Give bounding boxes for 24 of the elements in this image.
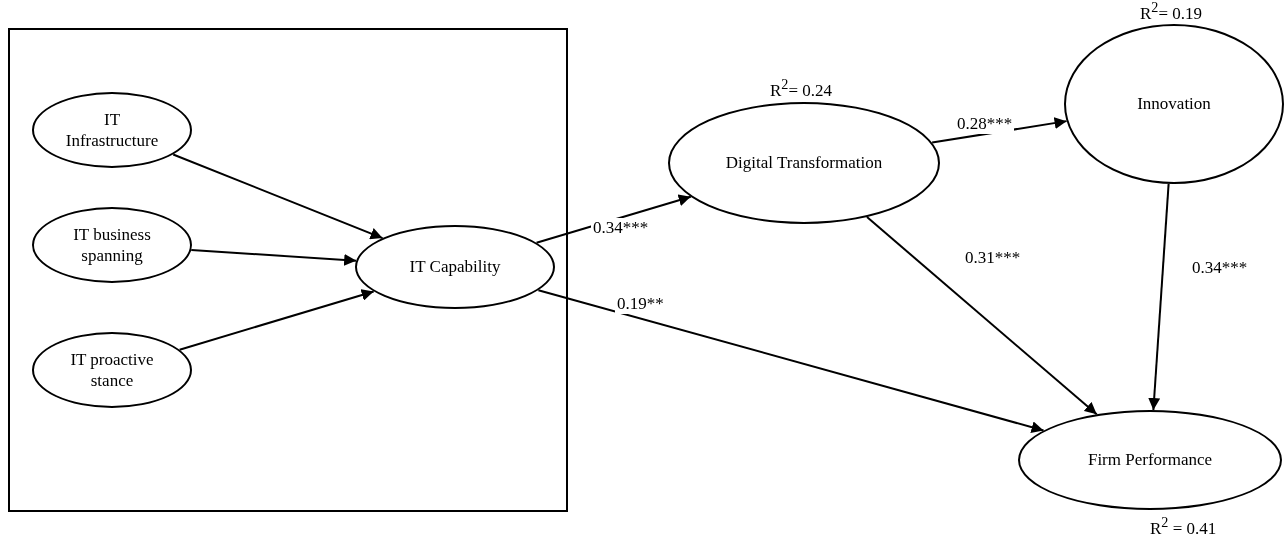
- construct-ellipse: [1064, 24, 1284, 184]
- r-squared-label: R$^{2}$= 0.19: [1140, 0, 1202, 24]
- path-arrow: [178, 289, 375, 351]
- construct-ellipse: [1018, 410, 1282, 510]
- construct-ellipse: [32, 92, 192, 168]
- construct-label: Digital Transformation: [725, 152, 883, 174]
- construct-label: IT Infrastructure: [64, 108, 160, 152]
- r-squared-label: R$^{2}$ = 0.41: [1150, 514, 1217, 536]
- construct-label: Firm Performance: [1087, 449, 1213, 471]
- construct-ellipse: [32, 332, 192, 408]
- construct-ellipse: [668, 102, 940, 224]
- path-arrow: [866, 216, 1098, 416]
- r-squared-label: R$^{2}$= 0.24: [770, 76, 832, 101]
- path-arrow: [1148, 182, 1170, 411]
- construct-label: Innovation: [1137, 93, 1211, 115]
- path-arrow: [190, 249, 358, 266]
- group-box: [8, 28, 568, 512]
- construct-label: IT proactive stance: [69, 348, 155, 392]
- path-arrow: [537, 289, 1045, 433]
- construct-label: IT Capability: [409, 256, 501, 278]
- construct-ellipse: [32, 207, 192, 283]
- construct-label: IT business spanning: [72, 223, 152, 267]
- path-arrow: [172, 153, 384, 240]
- construct-ellipse: [355, 225, 555, 309]
